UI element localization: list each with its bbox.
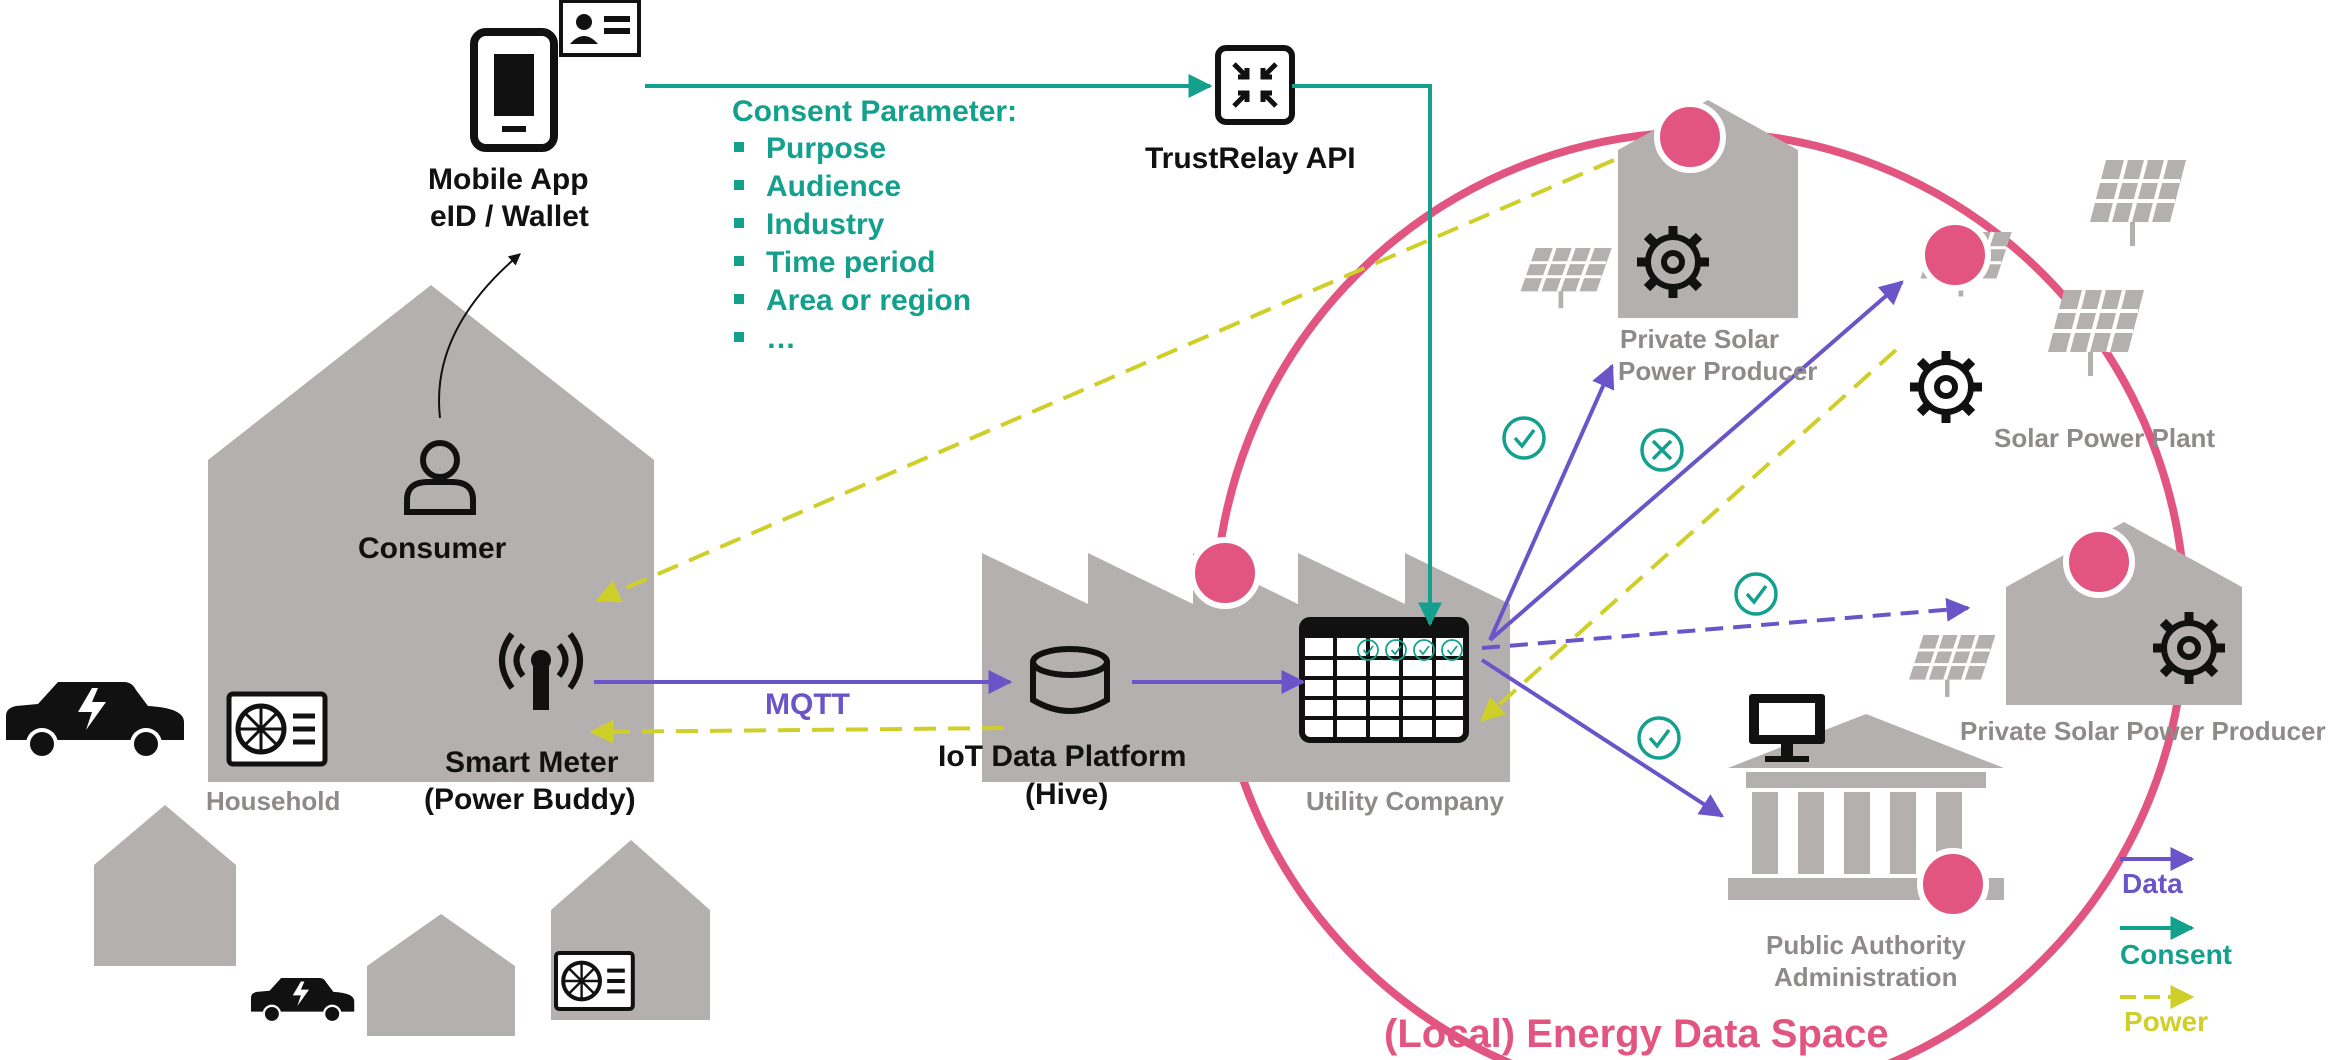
data-arrow — [1488, 363, 1615, 641]
eid-wallet-label: eID / Wallet — [430, 200, 589, 233]
consent-parameter-item: Industry — [734, 206, 971, 244]
data-space-node — [1189, 101, 2135, 920]
id-card-icon — [559, 0, 641, 57]
hive-label: (Hive) — [1025, 778, 1109, 811]
legend-power-label: Power — [2124, 1006, 2209, 1037]
private-solar-label-1: Private Solar — [1620, 324, 1779, 354]
data-arrow — [1480, 658, 1725, 818]
utility-label: Utility Company — [1306, 786, 1504, 816]
trustrelay-label: TrustRelay API — [1145, 142, 1356, 175]
small-house — [94, 805, 236, 966]
administration-label: Administration — [1774, 962, 1958, 992]
consent-arrow — [1292, 84, 1442, 627]
government-building-icon — [1728, 714, 2004, 900]
consumer-to-app-arrow — [438, 253, 521, 419]
consumer-label: Consumer — [358, 532, 507, 565]
table-grid-icon — [1299, 617, 1469, 743]
x-circle-icon — [1640, 428, 1684, 472]
solar-plant-label: Solar Power Plant — [1994, 423, 2216, 453]
mobile-app-label: Mobile App — [428, 163, 589, 196]
small-house — [367, 914, 515, 1036]
legend-swatches — [2120, 847, 2195, 1009]
power-arrow — [1480, 348, 1898, 722]
data-space-title: (Local) Energy Data Space — [1384, 1012, 1889, 1056]
antenna-icon — [499, 632, 583, 710]
public-authority-label: Public Authority — [1766, 930, 1966, 960]
legend-data-label: Data — [2122, 868, 2183, 899]
check-circle-icon — [1502, 416, 1546, 460]
heat-pump-icon — [556, 953, 633, 1009]
private-solar-label-1b: Power Producer — [1618, 356, 1818, 386]
database-icon — [1030, 646, 1110, 714]
car-charging-icon — [6, 682, 184, 760]
check-circle-icon — [1637, 716, 1681, 760]
power-buddy-label: (Power Buddy) — [424, 783, 636, 816]
gear-icon — [1910, 351, 1982, 423]
smart-meter-label: Smart Meter — [445, 746, 619, 779]
trustrelay-icon — [1215, 45, 1295, 125]
data-arrow — [1488, 280, 1904, 642]
check-circle-icon — [1734, 572, 1778, 616]
consent-parameter-item: Time period — [734, 244, 971, 282]
power-arrow — [595, 158, 1615, 603]
private-solar-label-2: Private Solar Power Producer — [1960, 716, 2326, 746]
consent-parameter-title: Consent Parameter: — [732, 95, 1018, 128]
household-label: Household — [206, 786, 341, 816]
consent-parameter-item: Purpose — [734, 130, 971, 168]
car-charging-icon — [251, 978, 355, 1024]
consent-parameter-item: Audience — [734, 168, 971, 206]
power-arrow — [589, 719, 1005, 744]
monitor-icon — [1749, 694, 1825, 762]
consent-parameter-item: Area or region — [734, 282, 971, 320]
iot-platform-label: IoT Data Platform — [938, 740, 1187, 773]
legend-consent-label: Consent — [2120, 939, 2232, 970]
heat-pump-icon — [229, 694, 325, 764]
data-arrow — [1481, 597, 1971, 650]
mqtt-label: MQTT — [765, 688, 850, 721]
user-icon — [404, 440, 476, 515]
phone-icon — [470, 28, 558, 152]
consent-parameter-item: … — [734, 320, 971, 358]
